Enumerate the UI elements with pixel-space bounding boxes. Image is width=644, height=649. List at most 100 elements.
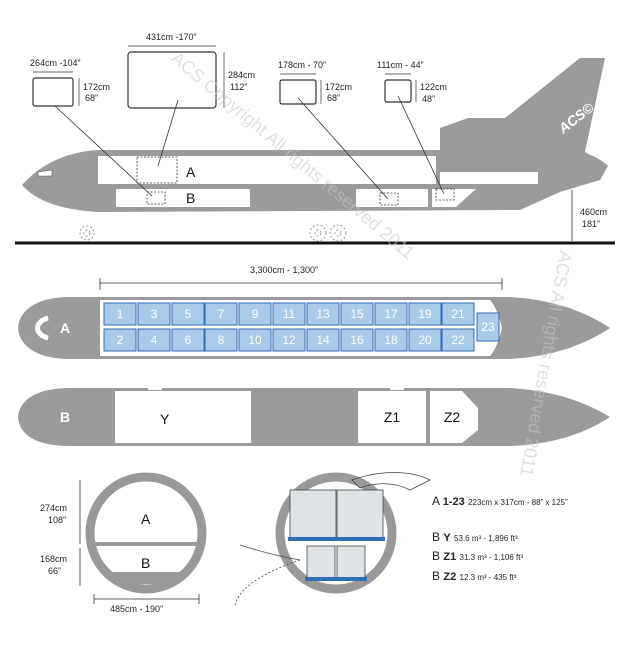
main-deck-outline	[98, 156, 436, 184]
pallet-label-16: 16	[350, 333, 364, 347]
door-1-width: 264cm -104”	[30, 58, 81, 68]
pallet-label-1: 1	[117, 307, 124, 321]
hold-z1	[358, 391, 426, 443]
pallet-label-11: 11	[283, 307, 296, 321]
spec-y-name: Y	[443, 532, 451, 544]
pallet-position-22	[441, 328, 475, 352]
pallet-position-18	[374, 328, 408, 352]
hold-y	[115, 391, 251, 443]
specs: A 1-23 223cm x 317cm - 88” x 125” B Y 53…	[432, 494, 568, 583]
door-3-width: 178cm - 70”	[278, 60, 326, 70]
pallet-label-13: 13	[316, 307, 330, 321]
pallet-label-10: 10	[248, 333, 262, 347]
door-4-height-cm: 122cm	[420, 82, 447, 92]
pallet-label-2: 2	[117, 333, 124, 347]
pallet-position-12	[272, 328, 306, 352]
spec-z2-deck: B	[432, 569, 440, 583]
hold-z1-label: Z1	[384, 409, 401, 425]
lower-deck-view: B Y Z1 Z2	[18, 386, 610, 446]
cross-upper-label: A	[141, 511, 151, 527]
pallet-label-9: 9	[252, 307, 259, 321]
cross-upper-in: 108”	[48, 515, 66, 525]
pallet-position-15	[340, 302, 374, 326]
lower-hold-forward	[116, 189, 250, 207]
pallet-label-17: 17	[384, 307, 398, 321]
pallet-label-12: 12	[282, 333, 296, 347]
hold-z2-label: Z2	[444, 409, 461, 425]
pallet-position-1	[103, 302, 137, 326]
cockpit-window	[37, 169, 53, 177]
pallet-position-6	[171, 328, 205, 352]
door-1-height-in: 68”	[85, 93, 98, 103]
aircraft-height-in: 181”	[582, 219, 600, 229]
pallet-position-11	[272, 302, 306, 326]
side-zone-lower-label: B	[186, 190, 195, 206]
pallet-position-4	[137, 328, 171, 352]
spec-z1-name: Z1	[443, 551, 456, 563]
door-4-box	[384, 73, 445, 195]
main-deck-view: 3,300cm - 1,300” A 123456789101112131415…	[18, 265, 610, 359]
pallet-label-21: 21	[451, 307, 465, 321]
side-view: A B ACS© 264cm -104”	[15, 32, 615, 245]
nose-door-arc	[35, 315, 49, 341]
door-1-height-cm: 172cm	[83, 82, 110, 92]
spec-a-row: A 1-23 223cm x 317cm - 88” x 125”	[432, 494, 568, 508]
lower-deck-zone-label: B	[60, 409, 70, 425]
main-deck-zone-label: A	[60, 320, 70, 336]
cross-section-zones: A B 274cm 108” 168cm 66” 485cm - 190”	[40, 472, 207, 614]
landing-gear	[79, 224, 347, 242]
side-zone-upper-label: A	[186, 164, 196, 180]
spec-a-name: 1-23	[443, 496, 465, 508]
lower-hold-bulk	[432, 189, 476, 207]
door-2-height-in: 112”	[230, 82, 247, 92]
cross-lower-in: 66”	[48, 566, 61, 576]
door-2-box	[127, 45, 225, 167]
pallet-position-23	[476, 312, 500, 342]
spec-z2-name: Z2	[443, 571, 456, 583]
spec-y-value: 53.6 m³ - 1,896 ft³	[454, 534, 518, 543]
door-1-box	[32, 71, 153, 197]
pallet-position-21	[441, 302, 475, 326]
pallet-position-20	[408, 328, 442, 352]
pallet-position-19	[408, 302, 442, 326]
pallet-label-20: 20	[418, 333, 432, 347]
pallet-label-14: 14	[316, 333, 330, 347]
door-2-height-cm: 284cm	[228, 70, 255, 80]
pallet-position-7	[204, 302, 238, 326]
cross-width: 485cm - 190”	[110, 604, 163, 614]
pallet-label-23: 23	[481, 320, 495, 334]
aft-upper-deck	[440, 172, 538, 184]
pallet-label-7: 7	[218, 307, 225, 321]
aircraft-height-cm: 460cm	[580, 207, 607, 217]
cross-lower-cm: 168cm	[40, 554, 67, 564]
hold-y-label: Y	[160, 411, 170, 427]
pallet-position-3	[137, 302, 171, 326]
hold-z2	[430, 391, 478, 443]
pallet-label-6: 6	[185, 333, 192, 347]
door-2-width: 431cm -170”	[146, 32, 197, 42]
cross-lower-label: B	[141, 555, 150, 571]
pallet-label-5: 5	[185, 307, 192, 321]
spec-a-deck: A	[432, 494, 440, 508]
pallet-position-10	[238, 328, 272, 352]
pallet-position-9	[238, 302, 272, 326]
spec-a-value: 223cm x 317cm - 88” x 125”	[468, 498, 568, 507]
pallet-label-3: 3	[151, 307, 158, 321]
door-4-height-in: 48”	[422, 94, 435, 104]
pallet-position-14	[306, 328, 340, 352]
door-3-height-in: 68”	[327, 93, 340, 103]
spec-z2-row: B Z2 12.3 m³ - 435 ft³	[432, 569, 517, 583]
spec-y-row: B Y 53.6 m³ - 1,896 ft³	[432, 530, 518, 544]
pallet-position-2	[103, 328, 137, 352]
door-3-box	[279, 73, 389, 200]
pallet-position-13	[306, 302, 340, 326]
cross-upper-cm: 274cm	[40, 503, 67, 513]
pallet-position-16	[340, 328, 374, 352]
pallet-label-22: 22	[451, 333, 465, 347]
main-deck-length: 3,300cm - 1,300”	[250, 265, 318, 275]
spec-y-deck: B	[432, 530, 440, 544]
door-3-height-cm: 172cm	[325, 82, 352, 92]
pallet-position-5	[171, 302, 205, 326]
spec-z1-deck: B	[432, 549, 440, 563]
